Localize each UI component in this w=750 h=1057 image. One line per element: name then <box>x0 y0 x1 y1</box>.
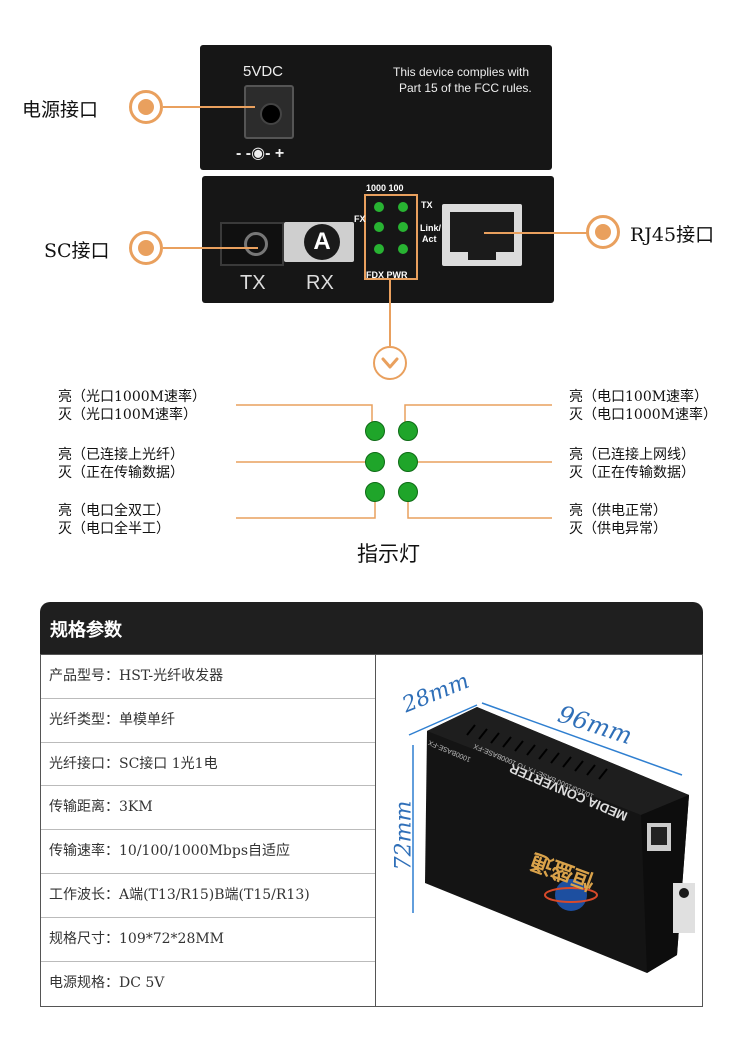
power-voltage-label: 5VDC <box>243 63 284 80</box>
sc-port-marker <box>129 231 163 265</box>
spec-row: 传输速率：10/100/1000Mbps自适应 <box>41 830 375 874</box>
led-link-label: Link/ <box>420 223 442 233</box>
side-badge: A <box>304 224 340 260</box>
led-desc-right-3: 亮（供电正常）灭（供电异常） <box>569 503 667 537</box>
indicator-led <box>365 421 385 441</box>
chevron-down-icon <box>373 346 407 380</box>
spec-row: 电源规格：DC 5V <box>49 974 165 991</box>
spec-table: 产品型号：HST-光纤收发器 光纤类型：单模单纤 光纤接口：SC接口 1光1电 … <box>40 654 703 1007</box>
led-tx-label: TX <box>421 200 433 210</box>
rj45-port-leader <box>484 232 588 234</box>
panel-led <box>374 202 384 212</box>
indicator-led <box>365 452 385 472</box>
led-desc-left-3: 亮（电口全双工）灭（电口全半工） <box>58 503 170 537</box>
product-drawing <box>408 702 695 973</box>
led-desc-right-1: 亮（电口100M速率）灭（电口1000M速率） <box>569 389 717 423</box>
fcc-notice-line2: Part 15 of the FCC rules. <box>399 81 532 95</box>
spec-list: 产品型号：HST-光纤收发器 光纤类型：单模单纤 光纤接口：SC接口 1光1电 … <box>41 655 376 1006</box>
panel-led <box>374 222 384 232</box>
spec-row: 光纤类型：单模单纤 <box>41 699 375 743</box>
sc-port-leader <box>163 247 258 249</box>
product-illustration: 28mm 96mm 72mm MEDIA CONVERTER 10/100/10… <box>377 655 702 1006</box>
rj45-port-marker <box>586 215 620 249</box>
power-jack <box>244 85 294 139</box>
indicator-led <box>398 421 418 441</box>
spec-row: 光纤接口：SC接口 1光1电 <box>41 743 375 787</box>
tx-label: TX <box>240 272 266 294</box>
led-fx-label: FX <box>354 214 366 224</box>
indicator-led <box>398 452 418 472</box>
device-back-panel: 5VDC - -◉- + This device complies with P… <box>200 45 552 170</box>
led-act-label: Act <box>422 234 437 244</box>
rx-label: RX <box>306 272 334 294</box>
sc-port-callout: SC接口 <box>44 240 110 262</box>
panel-led <box>398 244 408 254</box>
panel-led <box>374 244 384 254</box>
spec-title: 规格参数 <box>50 620 122 641</box>
led-desc-left-1: 亮（光口1000M速率）灭（光口100M速率） <box>58 389 206 423</box>
led-speed-label: 1000 100 <box>366 183 404 193</box>
panel-led <box>398 222 408 232</box>
spec-row: 传输距离：3KM <box>41 786 375 831</box>
spec-row: 工作波长：A端(T13/R15)B端(T15/R13) <box>41 874 375 918</box>
indicator-led <box>398 482 418 502</box>
spec-row: 产品型号：HST-光纤收发器 <box>41 655 375 699</box>
sc-port <box>220 222 284 266</box>
rj45-port-callout: RJ45接口 <box>630 224 715 246</box>
led-bottom-label: FDX PWR <box>366 270 408 280</box>
dim-height-label: 72mm <box>391 800 417 871</box>
polarity-symbol: - -◉- + <box>236 145 285 162</box>
led-desc-right-2: 亮（已连接上网线）灭（正在传输数据） <box>569 447 695 481</box>
power-port-callout: 电源接口 <box>22 99 99 121</box>
indicator-title: 指示灯 <box>357 542 420 566</box>
indicator-leaders <box>236 404 552 519</box>
indicator-led <box>365 482 385 502</box>
led-leader-line <box>389 280 391 346</box>
fcc-notice-line1: This device complies with <box>393 65 530 79</box>
power-port-leader <box>163 106 255 108</box>
led-desc-left-2: 亮（已连接上光纤）灭（正在传输数据） <box>58 447 184 481</box>
led-highlight-box <box>364 194 418 280</box>
power-port-marker <box>129 90 163 124</box>
spec-row: 规格尺寸：109*72*28MM <box>41 918 375 962</box>
spec-header: 规格参数 <box>40 602 703 654</box>
panel-led <box>398 202 408 212</box>
